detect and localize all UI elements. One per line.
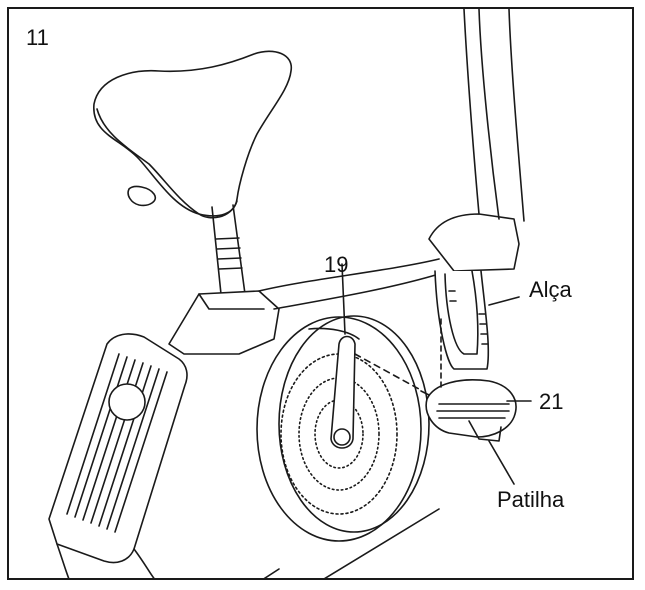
pedal xyxy=(420,379,517,442)
seat-post xyxy=(211,204,246,295)
exercise-bike-illustration xyxy=(48,9,532,578)
floor-line-2 xyxy=(263,568,280,578)
callout-pedal-tab: Patilha xyxy=(497,487,565,512)
front-shroud xyxy=(48,333,188,578)
callout-part-19: 19 xyxy=(324,252,349,277)
step-number: 11 xyxy=(26,25,49,50)
assembly-dashed-line xyxy=(354,353,420,390)
bike-frame xyxy=(168,9,525,355)
callout-part-21: 21 xyxy=(539,389,564,414)
floor-line xyxy=(324,508,440,578)
callout-strap: Alça xyxy=(529,277,572,302)
crank-arm xyxy=(330,263,356,449)
leader-line-patilha xyxy=(488,440,515,485)
pedal-strap xyxy=(434,270,490,370)
saddle-seat xyxy=(93,50,292,219)
leader-line-alca xyxy=(488,296,520,306)
diagram-frame: 11 19 Alça 21 Patilha xyxy=(7,7,634,580)
